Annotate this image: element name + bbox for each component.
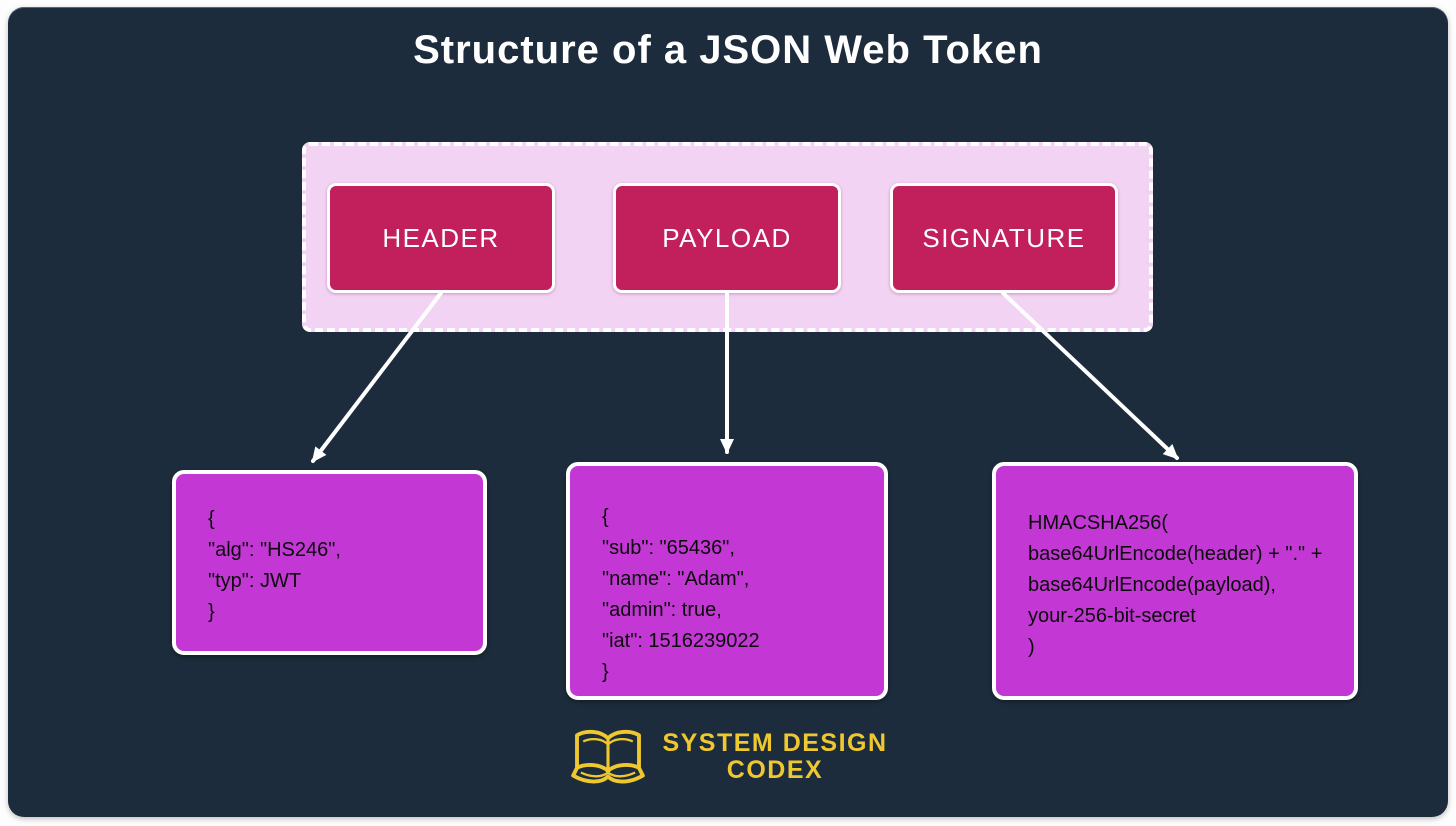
brand-name: SYSTEM DESIGN CODEX bbox=[662, 728, 888, 785]
code-line: HMACSHA256( bbox=[1028, 512, 1169, 534]
code-line: "name": "Adam", bbox=[602, 568, 750, 590]
code-line: "admin": true, bbox=[602, 599, 722, 621]
segment-header: HEADER bbox=[327, 183, 555, 293]
segment-payload: PAYLOAD bbox=[613, 183, 841, 293]
brand-line1: SYSTEM DESIGN bbox=[662, 728, 888, 757]
code-line: "typ": JWT bbox=[208, 570, 302, 592]
segment-header-label: HEADER bbox=[382, 222, 500, 253]
code-line: { bbox=[208, 508, 215, 530]
page-title: Structure of a JSON Web Token bbox=[413, 28, 1043, 72]
code-line: "alg": "HS246", bbox=[208, 539, 341, 561]
code-line: { bbox=[602, 506, 609, 528]
payload-json-box: { "sub": "65436", "name": "Adam", "admin… bbox=[566, 462, 888, 700]
code-line: } bbox=[602, 661, 609, 683]
open-book-icon bbox=[571, 729, 646, 784]
code-line: } bbox=[208, 601, 215, 623]
code-line: "iat": 1516239022 bbox=[602, 630, 760, 652]
signature-code-box: HMACSHA256( base64UrlEncode(header) + ".… bbox=[992, 462, 1358, 700]
code-line: base64UrlEncode(header) + "." + bbox=[1028, 543, 1323, 565]
segment-signature: SIGNATURE bbox=[890, 183, 1118, 293]
brand-logo: SYSTEM DESIGN CODEX bbox=[0, 726, 1456, 788]
brand-line2: CODEX bbox=[726, 756, 824, 784]
segment-signature-label: SIGNATURE bbox=[922, 222, 1086, 253]
header-json-box: { "alg": "HS246", "typ": JWT } bbox=[172, 470, 487, 655]
code-line: ) bbox=[1028, 636, 1035, 658]
segment-payload-label: PAYLOAD bbox=[662, 222, 792, 253]
code-line: base64UrlEncode(payload), bbox=[1028, 574, 1276, 596]
code-line: your-256-bit-secret bbox=[1028, 605, 1196, 627]
code-line: "sub": "65436", bbox=[602, 537, 735, 559]
